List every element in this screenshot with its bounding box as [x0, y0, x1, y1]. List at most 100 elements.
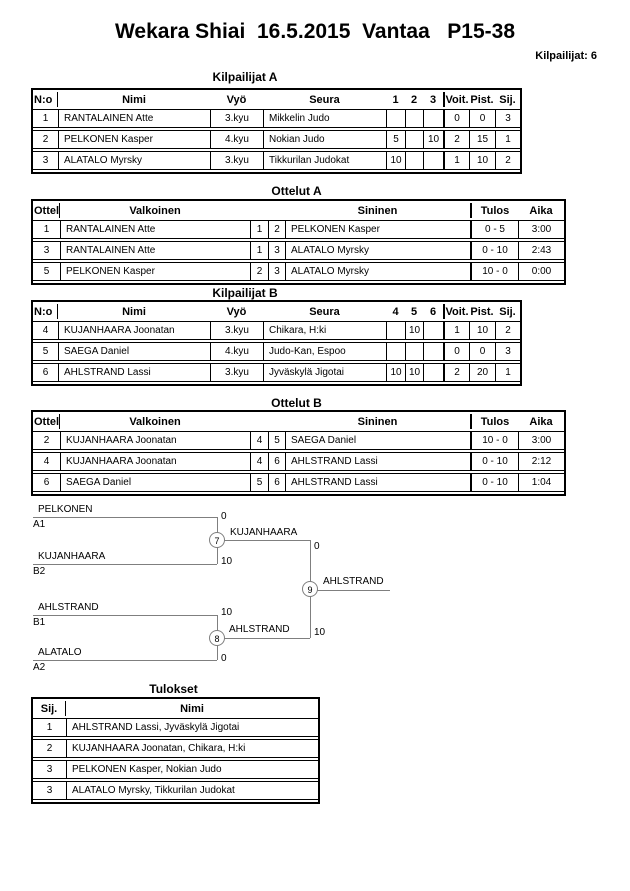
cell-bno: 2 [268, 220, 285, 239]
col-name: Nimi [122, 93, 146, 106]
col-result: Tulos [470, 414, 518, 429]
cell-place: 1 [33, 718, 66, 737]
bracket-line [217, 540, 310, 541]
cell-m2: 10 [405, 321, 423, 340]
cell-m1 [386, 342, 405, 361]
cell-time: 2:12 [518, 452, 564, 471]
cell-belt: 3.kyu [210, 109, 263, 128]
cell-m1: 10 [386, 363, 405, 382]
cell-wno: 2 [250, 262, 268, 281]
cell-points: 0 [469, 342, 495, 361]
col-place: Sij. [499, 93, 516, 106]
cell-club: Judo-Kan, Espoo [263, 342, 386, 361]
col-belt: Vyö [226, 93, 247, 106]
cell-m1: 10 [386, 151, 405, 170]
matches-b-heading: Ottelut B [271, 396, 322, 410]
cell-club: Jyväskylä Jigotai [263, 363, 386, 382]
cell-points: 10 [469, 151, 495, 170]
cell-match: 2 [33, 431, 60, 450]
cell-place: 3 [495, 342, 520, 361]
col-name: Nimi [122, 305, 146, 318]
cell-bno: 6 [268, 452, 285, 471]
col-wno [250, 414, 268, 429]
bracket-winner-name: AHLSTRAND [229, 624, 290, 635]
table-row: 3 ALATALO Myrsky 3.kyu Tikkurilan Judoka… [33, 151, 520, 170]
bracket-winner-name: AHLSTRAND [323, 576, 384, 587]
cell-time: 3:00 [518, 220, 564, 239]
cell-belt: 3.kyu [210, 363, 263, 382]
cell-m1 [386, 321, 405, 340]
cell-place: 2 [33, 739, 66, 758]
col-bno [268, 414, 285, 429]
cell-no: 5 [33, 342, 58, 361]
cell-blue: AHLSTRAND Lassi [285, 473, 470, 492]
cell-wno: 1 [250, 241, 268, 260]
bracket-winner-name: KUJANHAARA [230, 527, 298, 538]
cell-bno: 6 [268, 473, 285, 492]
cell-result: 0 - 10 [470, 473, 518, 492]
cell-white: KUJANHAARA Joonatan [60, 431, 250, 450]
pool-b-header-row: N:o Nimi Vyö Seura 4 5 6 Voit. Pist. Sij… [33, 304, 520, 319]
col-belt: Vyö [226, 305, 247, 318]
col-match: Ottelu [34, 203, 60, 218]
col-m2: 5 [410, 305, 418, 318]
col-time: Aika [529, 415, 553, 428]
cell-bno: 5 [268, 431, 285, 450]
cell-wins: 0 [443, 109, 469, 128]
table-row: 3 ALATALO Myrsky, Tikkurilan Judokat [33, 781, 318, 800]
cell-points: 10 [469, 321, 495, 340]
table-row: 5 SAEGA Daniel 4.kyu Judo-Kan, Espoo 0 0… [33, 342, 520, 361]
cell-wno: 4 [250, 431, 268, 450]
cell-no: 6 [33, 363, 58, 382]
cell-result: 10 - 0 [470, 431, 518, 450]
cell-no: 3 [33, 151, 58, 170]
col-white: Valkoinen [129, 204, 181, 217]
cell-club: Nokian Judo [263, 130, 386, 149]
col-m3: 3 [429, 93, 437, 106]
cell-points: 20 [469, 363, 495, 382]
cell-belt: 4.kyu [210, 130, 263, 149]
bracket-line [33, 660, 217, 661]
results-heading: Tulokset [149, 682, 198, 696]
cell-blue: ALATALO Myrsky [285, 241, 470, 260]
table-row: 1 RANTALAINEN Atte 1 2 PELKONEN Kasper 0… [33, 220, 564, 239]
competitor-count: Kilpailijat: 6 [535, 50, 597, 62]
bracket-score: 0 [314, 541, 320, 552]
cell-m3: 10 [423, 130, 443, 149]
cell-m2 [405, 130, 423, 149]
col-result: Tulos [470, 203, 518, 218]
pool-b-table: N:o Nimi Vyö Seura 4 5 6 Voit. Pist. Sij… [31, 300, 522, 386]
bracket-player-name: KUJANHAARA [38, 551, 106, 562]
cell-place: 3 [495, 109, 520, 128]
cell-wins: 0 [443, 342, 469, 361]
cell-place: 2 [495, 321, 520, 340]
col-m3: 6 [429, 305, 437, 318]
cell-white: SAEGA Daniel [60, 473, 250, 492]
bracket-score: 0 [221, 511, 227, 522]
pool-a-heading: Kilpailijat A [212, 70, 278, 84]
matches-b-header-row: Ottelu Valkoinen Sininen Tulos Aika [33, 414, 564, 429]
bracket-line [310, 590, 390, 591]
cell-name: RANTALAINEN Atte [58, 109, 210, 128]
table-row: 3 PELKONEN Kasper, Nokian Judo [33, 760, 318, 779]
cell-name: ALATALO Myrsky [58, 151, 210, 170]
table-row: 1 RANTALAINEN Atte 3.kyu Mikkelin Judo 0… [33, 109, 520, 128]
page-title: Wekara Shiai 16.5.2015 Vantaa P15-38 [114, 20, 516, 43]
cell-m3 [423, 342, 443, 361]
cell-white: RANTALAINEN Atte [60, 220, 250, 239]
col-wno [250, 203, 268, 218]
cell-belt: 3.kyu [210, 321, 263, 340]
cell-place: 1 [495, 130, 520, 149]
bracket-seed-label: A1 [33, 519, 46, 530]
cell-match: 4 [33, 452, 60, 471]
col-time: Aika [529, 204, 553, 217]
bracket-player-name: PELKONEN [38, 504, 93, 515]
col-wins: Voit. [443, 92, 469, 107]
table-row: 4 KUJANHAARA Joonatan 4 6 AHLSTRAND Lass… [33, 452, 564, 471]
cell-blue: ALATALO Myrsky [285, 262, 470, 281]
cell-result: 0 - 10 [470, 241, 518, 260]
col-name: Nimi [180, 702, 204, 715]
col-points: Pist. [470, 305, 494, 318]
bracket-score: 0 [221, 653, 227, 664]
